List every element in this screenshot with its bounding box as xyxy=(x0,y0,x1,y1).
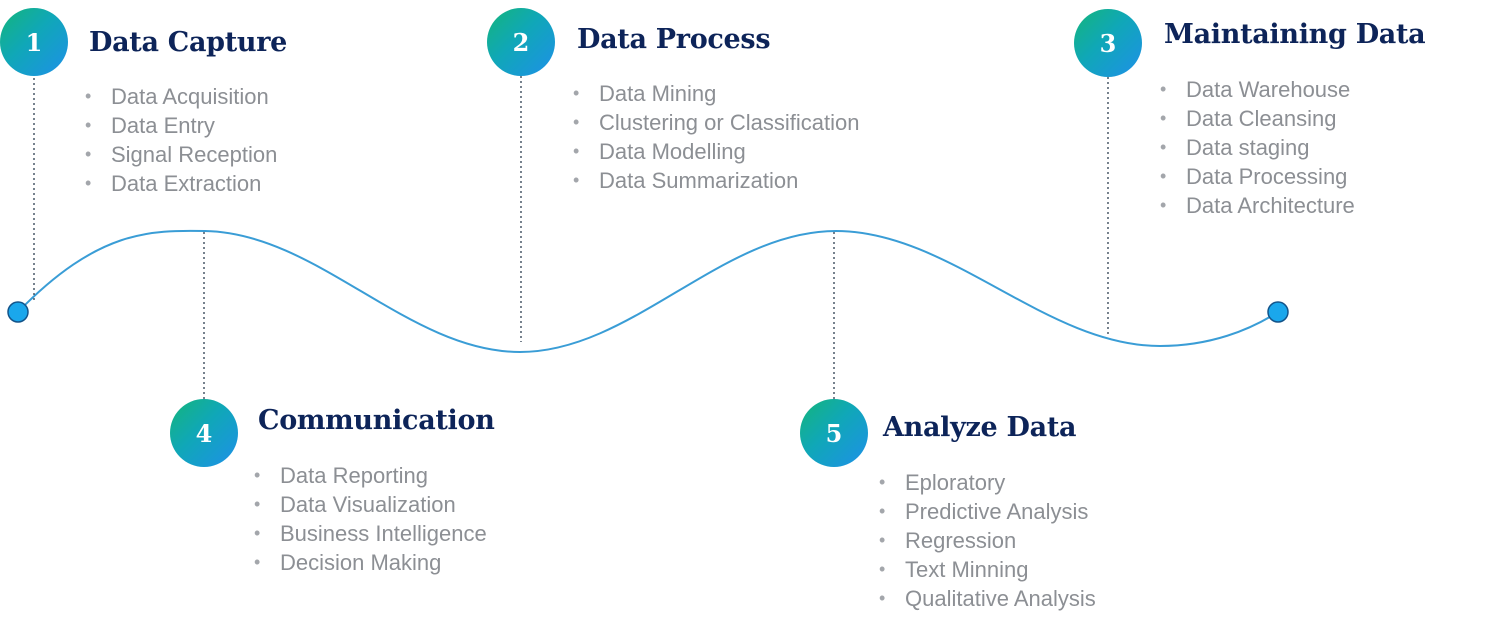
stage-1-title: Data Capture xyxy=(89,27,288,58)
wave-endpoint-right xyxy=(1267,301,1289,323)
list-item: Data staging xyxy=(1160,133,1355,162)
list-item: Data Reporting xyxy=(254,461,487,490)
stage-2-title: Data Process xyxy=(577,24,771,55)
list-item: Data Acquisition xyxy=(85,82,277,111)
stage-1-number-badge: 1 xyxy=(0,8,68,76)
list-item: Decision Making xyxy=(254,548,487,577)
list-item: Data Visualization xyxy=(254,490,487,519)
stage-3-title: Maintaining Data xyxy=(1164,19,1426,50)
list-item: Data Mining xyxy=(573,79,859,108)
stage-2-list: Data Mining Clustering or Classification… xyxy=(573,79,859,195)
list-item: Qualitative Analysis xyxy=(879,584,1096,613)
list-item: Predictive Analysis xyxy=(879,497,1096,526)
stage-5-number: 5 xyxy=(825,418,843,448)
list-item: Data Architecture xyxy=(1160,191,1355,220)
list-item: Data Entry xyxy=(85,111,277,140)
stage-1-list: Data Acquisition Data Entry Signal Recep… xyxy=(85,82,277,198)
stage-3-number: 3 xyxy=(1099,28,1117,58)
list-item: Data Cleansing xyxy=(1160,104,1355,133)
stage-4-title: Communication xyxy=(258,405,495,436)
list-item: Data Processing xyxy=(1160,162,1355,191)
list-item: Data Warehouse xyxy=(1160,75,1355,104)
list-item: Data Modelling xyxy=(573,137,859,166)
stage-4-number-badge: 4 xyxy=(170,399,238,467)
list-item: Clustering or Classification xyxy=(573,108,859,137)
list-item: Business Intelligence xyxy=(254,519,487,548)
stage-4-list: Data Reporting Data Visualization Busine… xyxy=(254,461,487,577)
stage-2-number: 2 xyxy=(512,27,530,57)
stage-4-number: 4 xyxy=(195,418,213,448)
stage-5-title: Analyze Data xyxy=(883,412,1077,443)
list-item: Eploratory xyxy=(879,468,1096,497)
wave-endpoint-left xyxy=(7,301,29,323)
list-item: Signal Reception xyxy=(85,140,277,169)
stage-1-number: 1 xyxy=(25,27,43,57)
stage-5-list: Eploratory Predictive Analysis Regressio… xyxy=(879,468,1096,613)
stage-3-list: Data Warehouse Data Cleansing Data stagi… xyxy=(1160,75,1355,220)
list-item: Text Minning xyxy=(879,555,1096,584)
stage-5-number-badge: 5 xyxy=(800,399,868,467)
list-item: Data Summarization xyxy=(573,166,859,195)
list-item: Data Extraction xyxy=(85,169,277,198)
list-item: Regression xyxy=(879,526,1096,555)
stage-2-number-badge: 2 xyxy=(487,8,555,76)
wave-line xyxy=(17,229,1279,354)
stage-3-number-badge: 3 xyxy=(1074,9,1142,77)
